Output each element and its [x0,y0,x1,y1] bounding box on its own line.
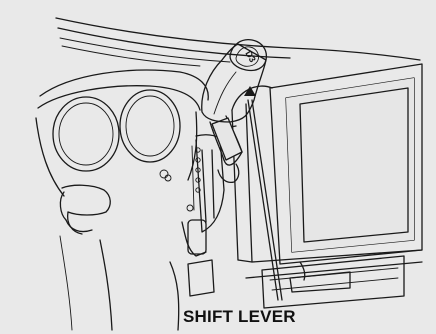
callout-label-shift-lever: SHIFT LEVER [183,307,296,327]
knob-position-text: D3 [243,49,257,64]
